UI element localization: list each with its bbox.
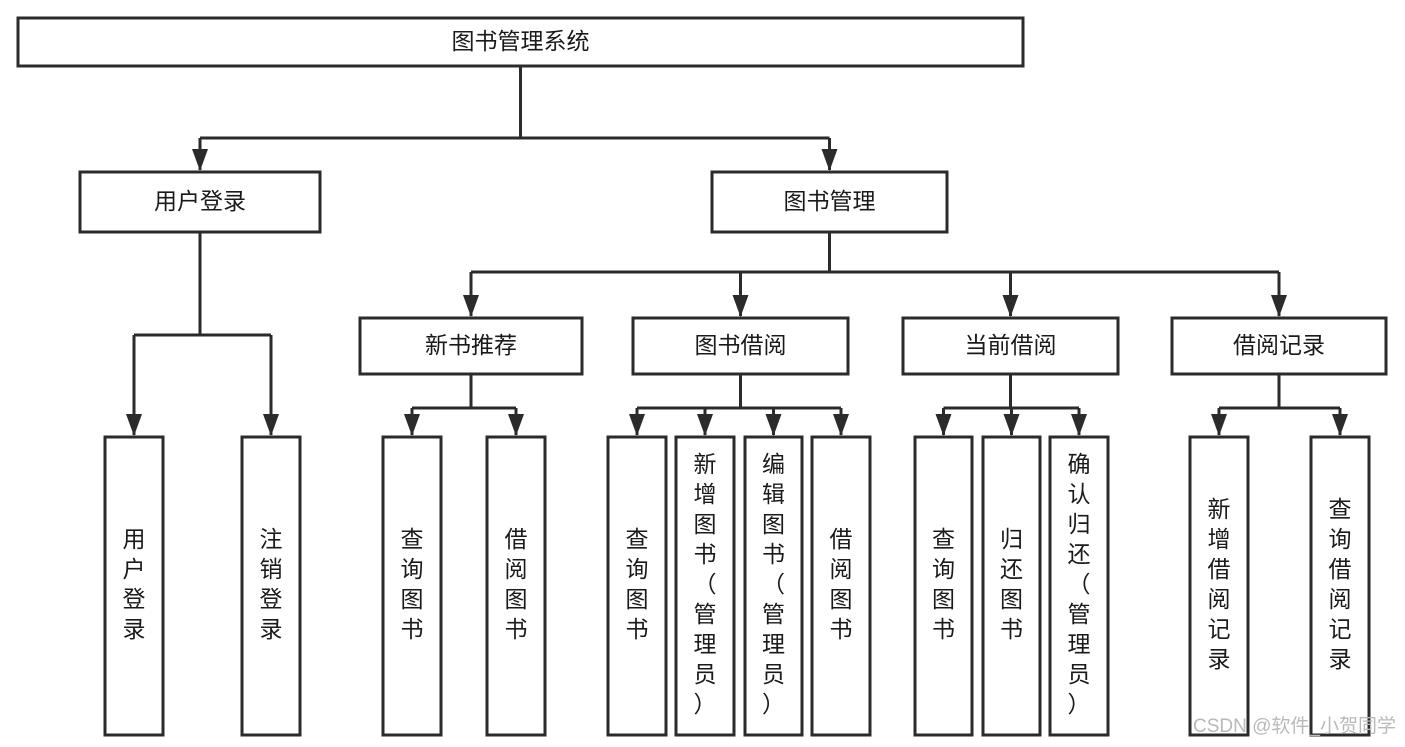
node-book-borrow-rect[interactable] [631,316,850,376]
node-leaf-borrow-book-2-label: 借阅图书 [830,526,853,642]
node-book-borrow-label: 图书借阅 [695,332,787,358]
node-leaf-logout[interactable]: 注销登录 [240,435,302,737]
node-leaf-query-book-3-rect[interactable] [913,435,974,737]
node-leaf-borrow-book-1-label: 借阅图书 [505,526,528,642]
node-leaf-user-login-rect[interactable] [103,435,165,737]
node-leaf-edit-book-label: 编辑图书（管理员） [762,451,785,717]
node-book-manage[interactable]: 图书管理 [710,170,949,234]
node-new-book-recommend[interactable]: 新书推荐 [358,316,584,376]
node-leaf-add-record[interactable]: 新增借阅记录 [1188,435,1250,737]
node-current-borrow[interactable]: 当前借阅 [901,316,1120,376]
node-leaf-borrow-book-1[interactable]: 借阅图书 [485,435,547,737]
node-user-login-label: 用户登录 [154,188,246,214]
node-leaf-logout-rect[interactable] [240,435,302,737]
node-borrow-record-rect[interactable] [1170,316,1388,376]
arrow-head-icon [1002,295,1019,317]
node-root-rect[interactable] [16,16,1025,68]
node-new-book-recommend-rect[interactable] [358,316,584,376]
node-book-borrow[interactable]: 图书借阅 [631,316,850,376]
arrow-head-icon [629,414,645,436]
node-leaf-user-login-label: 用户登录 [123,526,146,642]
node-leaf-confirm-return-rect[interactable] [1048,435,1110,737]
node-layer: 图书管理系统用户登录图书管理新书推荐图书借阅当前借阅借阅记录用户登录注销登录查询… [16,16,1388,737]
node-book-manage-rect[interactable] [710,170,949,234]
node-leaf-query-book-2-label: 查询图书 [626,526,649,642]
node-leaf-query-book-3[interactable]: 查询图书 [913,435,974,737]
csdn-watermark: CSDN @软件_小贺同学 [1193,715,1396,737]
node-leaf-query-record-label: 查询借阅记录 [1329,496,1352,672]
node-leaf-return-book-rect[interactable] [981,435,1042,737]
node-leaf-query-book-3-label: 查询图书 [932,526,955,642]
node-leaf-confirm-return-label: 确认归还（管理员） [1068,451,1091,717]
node-leaf-logout-label: 注销登录 [260,526,283,642]
node-leaf-add-record-rect[interactable] [1188,435,1250,737]
node-leaf-borrow-book-1-rect[interactable] [485,435,547,737]
node-borrow-record-label: 借阅记录 [1233,332,1325,358]
arrow-head-icon [1271,295,1287,317]
node-leaf-query-book-1-rect[interactable] [381,435,443,737]
arrow-head-icon [263,414,279,436]
arrow-head-icon [508,414,524,436]
node-leaf-query-book-1[interactable]: 查询图书 [381,435,443,737]
node-leaf-add-record-label: 新增借阅记录 [1208,496,1231,672]
node-leaf-query-record-rect[interactable] [1309,435,1371,737]
node-leaf-user-login[interactable]: 用户登录 [103,435,165,737]
arrow-head-icon [732,295,749,317]
arrow-head-icon [765,414,782,436]
node-leaf-query-book-2-rect[interactable] [606,435,668,737]
arrow-head-icon [126,414,142,436]
node-leaf-return-book-label: 归还图书 [1000,526,1023,642]
node-leaf-add-book-rect[interactable] [674,435,736,737]
node-user-login-rect[interactable] [78,170,322,234]
arrow-head-icon [821,149,838,171]
arrow-head-icon [1211,414,1227,436]
node-leaf-edit-book[interactable]: 编辑图书（管理员） [743,435,804,737]
node-current-borrow-rect[interactable] [901,316,1120,376]
arrow-head-icon [404,414,420,436]
arrow-head-icon [1332,414,1348,436]
node-leaf-borrow-book-2[interactable]: 借阅图书 [810,435,872,737]
node-leaf-confirm-return[interactable]: 确认归还（管理员） [1048,435,1110,737]
node-book-manage-label: 图书管理 [784,188,876,214]
node-leaf-return-book[interactable]: 归还图书 [981,435,1042,737]
node-borrow-record[interactable]: 借阅记录 [1170,316,1388,376]
node-leaf-query-book-2[interactable]: 查询图书 [606,435,668,737]
arrow-head-icon [1071,414,1087,436]
node-leaf-borrow-book-2-rect[interactable] [810,435,872,737]
node-leaf-add-book[interactable]: 新增图书（管理员） [674,435,736,737]
node-leaf-query-record[interactable]: 查询借阅记录 [1309,435,1371,737]
node-leaf-edit-book-rect[interactable] [743,435,804,737]
arrow-head-icon [463,295,479,317]
node-current-borrow-label: 当前借阅 [965,332,1057,358]
node-root-label: 图书管理系统 [452,28,590,54]
arrow-head-icon [192,149,208,171]
arrow-head-icon [1003,414,1020,436]
connector-layer [126,66,1348,436]
arrow-head-icon [833,414,849,436]
node-leaf-query-book-1-label: 查询图书 [401,526,424,642]
arrow-head-icon [935,414,952,436]
node-leaf-add-book-label: 新增图书（管理员） [694,451,717,717]
node-user-login[interactable]: 用户登录 [78,170,322,234]
node-root[interactable]: 图书管理系统 [16,16,1025,68]
node-new-book-recommend-label: 新书推荐 [425,332,517,358]
arrow-head-icon [697,414,713,436]
